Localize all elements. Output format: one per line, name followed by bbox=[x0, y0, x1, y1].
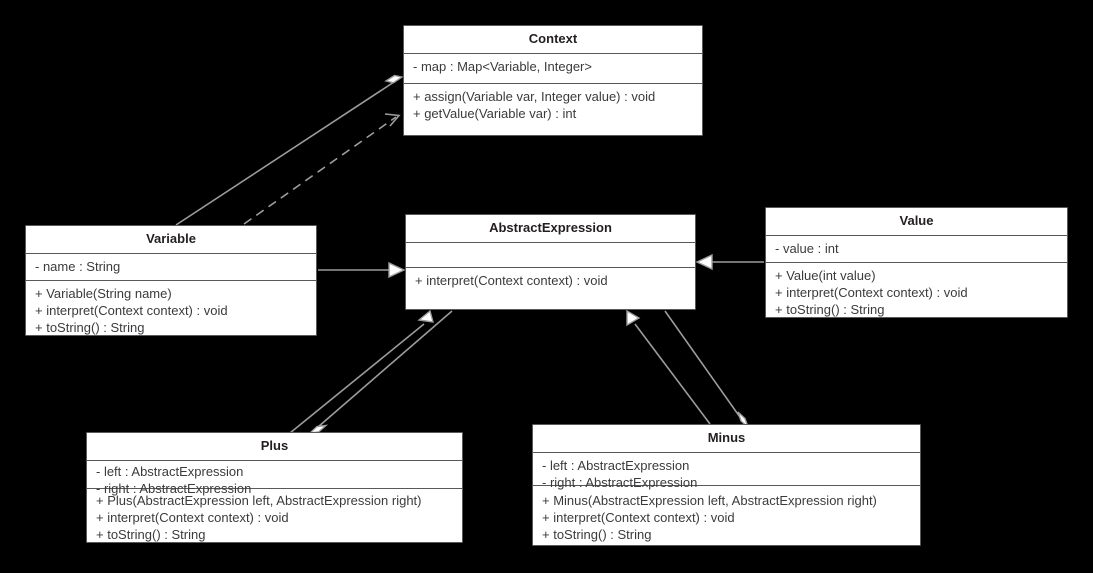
attribute-row: - right : AbstractExpression bbox=[542, 475, 698, 490]
class-box-value[interactable]: Value - value : int + Value(int value) +… bbox=[765, 207, 1068, 318]
operation-row: + interpret(Context context) : void bbox=[415, 273, 608, 288]
operation-row: + assign(Variable var, Integer value) : … bbox=[413, 89, 656, 104]
class-attributes-context: - map : Map<Variable, Integer> bbox=[404, 54, 702, 84]
attribute-row: - left : AbstractExpression bbox=[542, 458, 690, 473]
class-box-variable[interactable]: Variable - name : String + Variable(Stri… bbox=[25, 225, 317, 336]
class-name-variable: Variable bbox=[26, 226, 316, 254]
class-attributes-variable: - name : String bbox=[26, 254, 316, 281]
class-attributes-abstractexpression bbox=[406, 243, 695, 268]
edge-variable-aggregates-context[interactable] bbox=[175, 74, 404, 226]
hollow-diamond-marker bbox=[384, 74, 404, 84]
class-box-abstractexpression[interactable]: AbstractExpression + interpret(Context c… bbox=[405, 214, 696, 310]
open-arrow-marker bbox=[384, 113, 401, 127]
operation-row: + interpret(Context context) : void bbox=[35, 303, 228, 318]
operation-row: + interpret(Context context) : void bbox=[96, 510, 289, 525]
operation-row: + toString() : String bbox=[35, 320, 145, 335]
operation-row: + toString() : String bbox=[96, 527, 206, 542]
attribute-row: - left : AbstractExpression bbox=[96, 464, 244, 479]
operation-row: + Minus(AbstractExpression left, Abstrac… bbox=[542, 493, 877, 508]
class-box-minus[interactable]: Minus - left : AbstractExpression - righ… bbox=[532, 424, 921, 546]
edge-minus-extends-abstractexpression[interactable] bbox=[626, 309, 711, 425]
edge-value-extends-abstractexpression[interactable] bbox=[695, 253, 764, 271]
operation-row: + interpret(Context context) : void bbox=[542, 510, 735, 525]
class-operations-minus: + Minus(AbstractExpression left, Abstrac… bbox=[533, 486, 920, 548]
class-operations-context: + assign(Variable var, Integer value) : … bbox=[404, 84, 702, 127]
class-name-minus: Minus bbox=[533, 425, 920, 453]
attribute-row: - name : String bbox=[35, 259, 121, 274]
class-box-context[interactable]: Context - map : Map<Variable, Integer> +… bbox=[403, 25, 703, 136]
operation-row: + interpret(Context context) : void bbox=[775, 285, 968, 300]
class-name-abstractexpression: AbstractExpression bbox=[406, 215, 695, 243]
class-operations-abstractexpression: + interpret(Context context) : void bbox=[406, 268, 695, 294]
class-box-plus[interactable]: Plus - left : AbstractExpression - right… bbox=[86, 432, 463, 543]
attribute-row: - value : int bbox=[775, 241, 839, 256]
class-name-context: Context bbox=[404, 26, 702, 54]
class-attributes-minus: - left : AbstractExpression - right : Ab… bbox=[533, 453, 920, 490]
class-operations-value: + Value(int value) + interpret(Context c… bbox=[766, 263, 1067, 323]
operation-row: + Plus(AbstractExpression left, Abstract… bbox=[96, 493, 422, 508]
hollow-triangle-marker bbox=[388, 261, 406, 279]
class-attributes-value: - value : int bbox=[766, 236, 1067, 263]
edge-plus-aggregates-abstractexpression[interactable] bbox=[307, 310, 453, 434]
class-attributes-plus: - left : AbstractExpression - right : Ab… bbox=[87, 461, 462, 496]
operation-row: + getValue(Variable var) : int bbox=[413, 106, 577, 121]
class-operations-plus: + Plus(AbstractExpression left, Abstract… bbox=[87, 489, 462, 548]
operation-row: + Value(int value) bbox=[775, 268, 876, 283]
class-name-value: Value bbox=[766, 208, 1067, 236]
hollow-triangle-marker bbox=[417, 309, 434, 323]
hollow-triangle-marker bbox=[695, 253, 713, 271]
attribute-row: - map : Map<Variable, Integer> bbox=[413, 59, 592, 74]
class-name-plus: Plus bbox=[87, 433, 462, 461]
operation-row: + toString() : String bbox=[775, 302, 885, 317]
edge-variable-depends-context[interactable] bbox=[243, 113, 401, 225]
operation-row: + toString() : String bbox=[542, 527, 652, 542]
hollow-triangle-marker bbox=[626, 309, 641, 327]
operation-row: + Variable(String name) bbox=[35, 286, 172, 301]
edge-minus-aggregates-abstractexpression[interactable] bbox=[664, 310, 750, 430]
attribute-row: - right : AbstractExpression bbox=[96, 481, 252, 496]
class-operations-variable: + Variable(String name) + interpret(Cont… bbox=[26, 281, 316, 341]
edge-variable-extends-abstractexpression[interactable] bbox=[318, 261, 406, 279]
